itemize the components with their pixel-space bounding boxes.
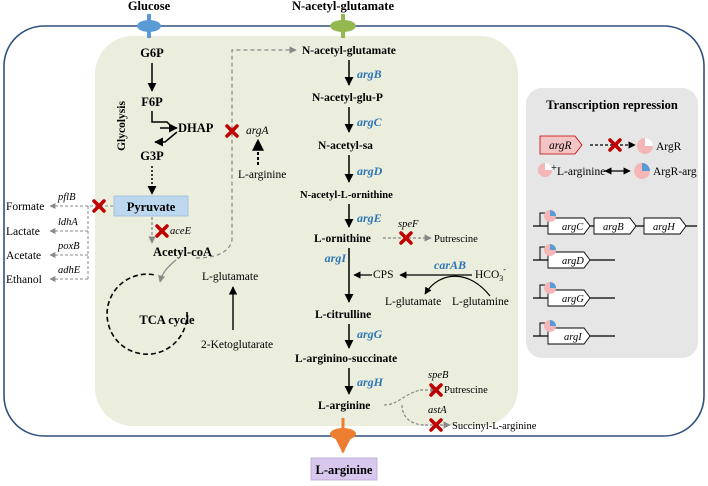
acetylcoa-tca-arrow xyxy=(158,259,177,283)
nag-external-label: N-acetyl-glutamate xyxy=(292,0,394,13)
acetylcoa-nag-arrow xyxy=(195,46,297,259)
operon-argI xyxy=(533,320,615,345)
argR-arg-label: ArgR-arg xyxy=(653,166,697,178)
acetylcoa-label: Acetyl-coA xyxy=(153,245,212,259)
plus-sign: + xyxy=(551,163,557,174)
pflB-label: pflB xyxy=(57,192,76,203)
adhE-label: adhE xyxy=(58,265,81,276)
argA-label: argA xyxy=(246,125,270,137)
glutamine-glutamate-arrow xyxy=(424,275,491,297)
argsuc-label: L-arginino-succinate xyxy=(295,353,397,365)
hco3-label: HCO3- xyxy=(475,265,506,283)
arginine-degradation-branch xyxy=(383,389,426,426)
ornithine-label: L-ornithine xyxy=(314,233,371,245)
citrulline-label: L-citrulline xyxy=(315,309,371,321)
operon-argH-label: argH xyxy=(653,222,676,233)
argC-label: argC xyxy=(357,115,383,129)
repression-title: Transcription repression xyxy=(546,98,678,112)
carAB-label: carAB xyxy=(434,258,466,272)
acetate-label: Acetate xyxy=(6,250,41,262)
argR-arg-complex-icon xyxy=(634,163,650,179)
argH-label: argH xyxy=(357,375,384,389)
glutamine-label: L-glutamine xyxy=(452,296,509,308)
argD-label: argD xyxy=(357,164,383,178)
putrescine2-label: Putrescine xyxy=(444,385,488,396)
glycolysis-label: Glycolysis xyxy=(116,101,128,151)
naorn-label: N-acetyl-L-ornithine xyxy=(300,190,393,201)
argB-label: argB xyxy=(357,67,382,81)
argE-label: argE xyxy=(357,211,382,225)
poxB-label: poxB xyxy=(57,241,80,252)
lactate-label: Lactate xyxy=(6,226,40,238)
g3p-label: G3P xyxy=(140,149,164,163)
nag-label: N-acetyl-glutamate xyxy=(302,45,396,57)
operon-argD-label: argD xyxy=(562,256,584,267)
operon-argC-label: argC xyxy=(562,222,584,233)
nagp-label: N-acetyl-glu-P xyxy=(312,92,383,104)
ethanol-label: Ethanol xyxy=(6,274,42,286)
operon-argG-label: argG xyxy=(562,294,584,305)
speF-label: speF xyxy=(398,219,419,230)
argI-label: argI xyxy=(325,251,348,265)
output-arginine-label: L-arginine xyxy=(316,463,373,477)
ketoglutarate-label: 2-Ketoglutarate xyxy=(201,339,273,351)
argR-gene-label: argR xyxy=(549,140,572,152)
f6p-label: F6P xyxy=(141,95,163,109)
glutamate2-label: L-glutamate xyxy=(385,296,441,308)
argR-gene-shape xyxy=(539,135,583,155)
speB-label: speB xyxy=(428,370,449,381)
arginine-feedback-label: L-arginine xyxy=(238,169,286,181)
putrescine1-label: Putrescine xyxy=(434,234,478,245)
argG-label: argG xyxy=(357,327,383,341)
arginine-ligand-icon xyxy=(538,163,552,177)
operon-argD xyxy=(533,244,615,269)
nasa-label: N-acetyl-sa xyxy=(318,140,373,152)
pyruvate-label: Pyruvate xyxy=(127,200,176,214)
aceE-label: aceE xyxy=(170,226,192,237)
glucose-transporter-icon xyxy=(137,14,161,38)
nag-transporter-icon xyxy=(330,14,356,38)
dhap-g3p-arrow xyxy=(154,131,178,147)
f6p-dhap-arrow xyxy=(151,111,171,126)
formate-label: Formate xyxy=(6,201,44,213)
cps-label: CPS xyxy=(373,269,393,281)
operon-argI-label: argI xyxy=(564,332,582,343)
operon-argG xyxy=(533,282,615,307)
glucose-label: Glucose xyxy=(128,0,171,13)
l-glutamate-label: L-glutamate xyxy=(202,271,258,283)
tca-label: TCA cycle xyxy=(139,313,195,327)
cytoplasm-region xyxy=(95,36,518,426)
operon-argB-label: argB xyxy=(603,222,624,233)
argR-protein-icon xyxy=(637,138,653,154)
operon-argCBH xyxy=(533,210,697,235)
ldhA-label: ldhA xyxy=(58,217,78,228)
arginine-exporter-icon xyxy=(330,418,356,454)
succinyl-label: Succinyl-L-arginine xyxy=(452,421,537,432)
dhap-label: DHAP xyxy=(178,121,214,135)
tca-cycle-circle xyxy=(106,273,188,355)
g6p-label: G6P xyxy=(140,46,164,60)
repression-arginine-label: L-arginine xyxy=(557,166,605,178)
pyruvate-box xyxy=(113,195,189,217)
astA-label: astA xyxy=(428,405,447,416)
argR-protein-label: ArgR xyxy=(656,141,682,153)
arginine-label: L-arginine xyxy=(318,400,370,412)
output-box xyxy=(310,457,378,481)
